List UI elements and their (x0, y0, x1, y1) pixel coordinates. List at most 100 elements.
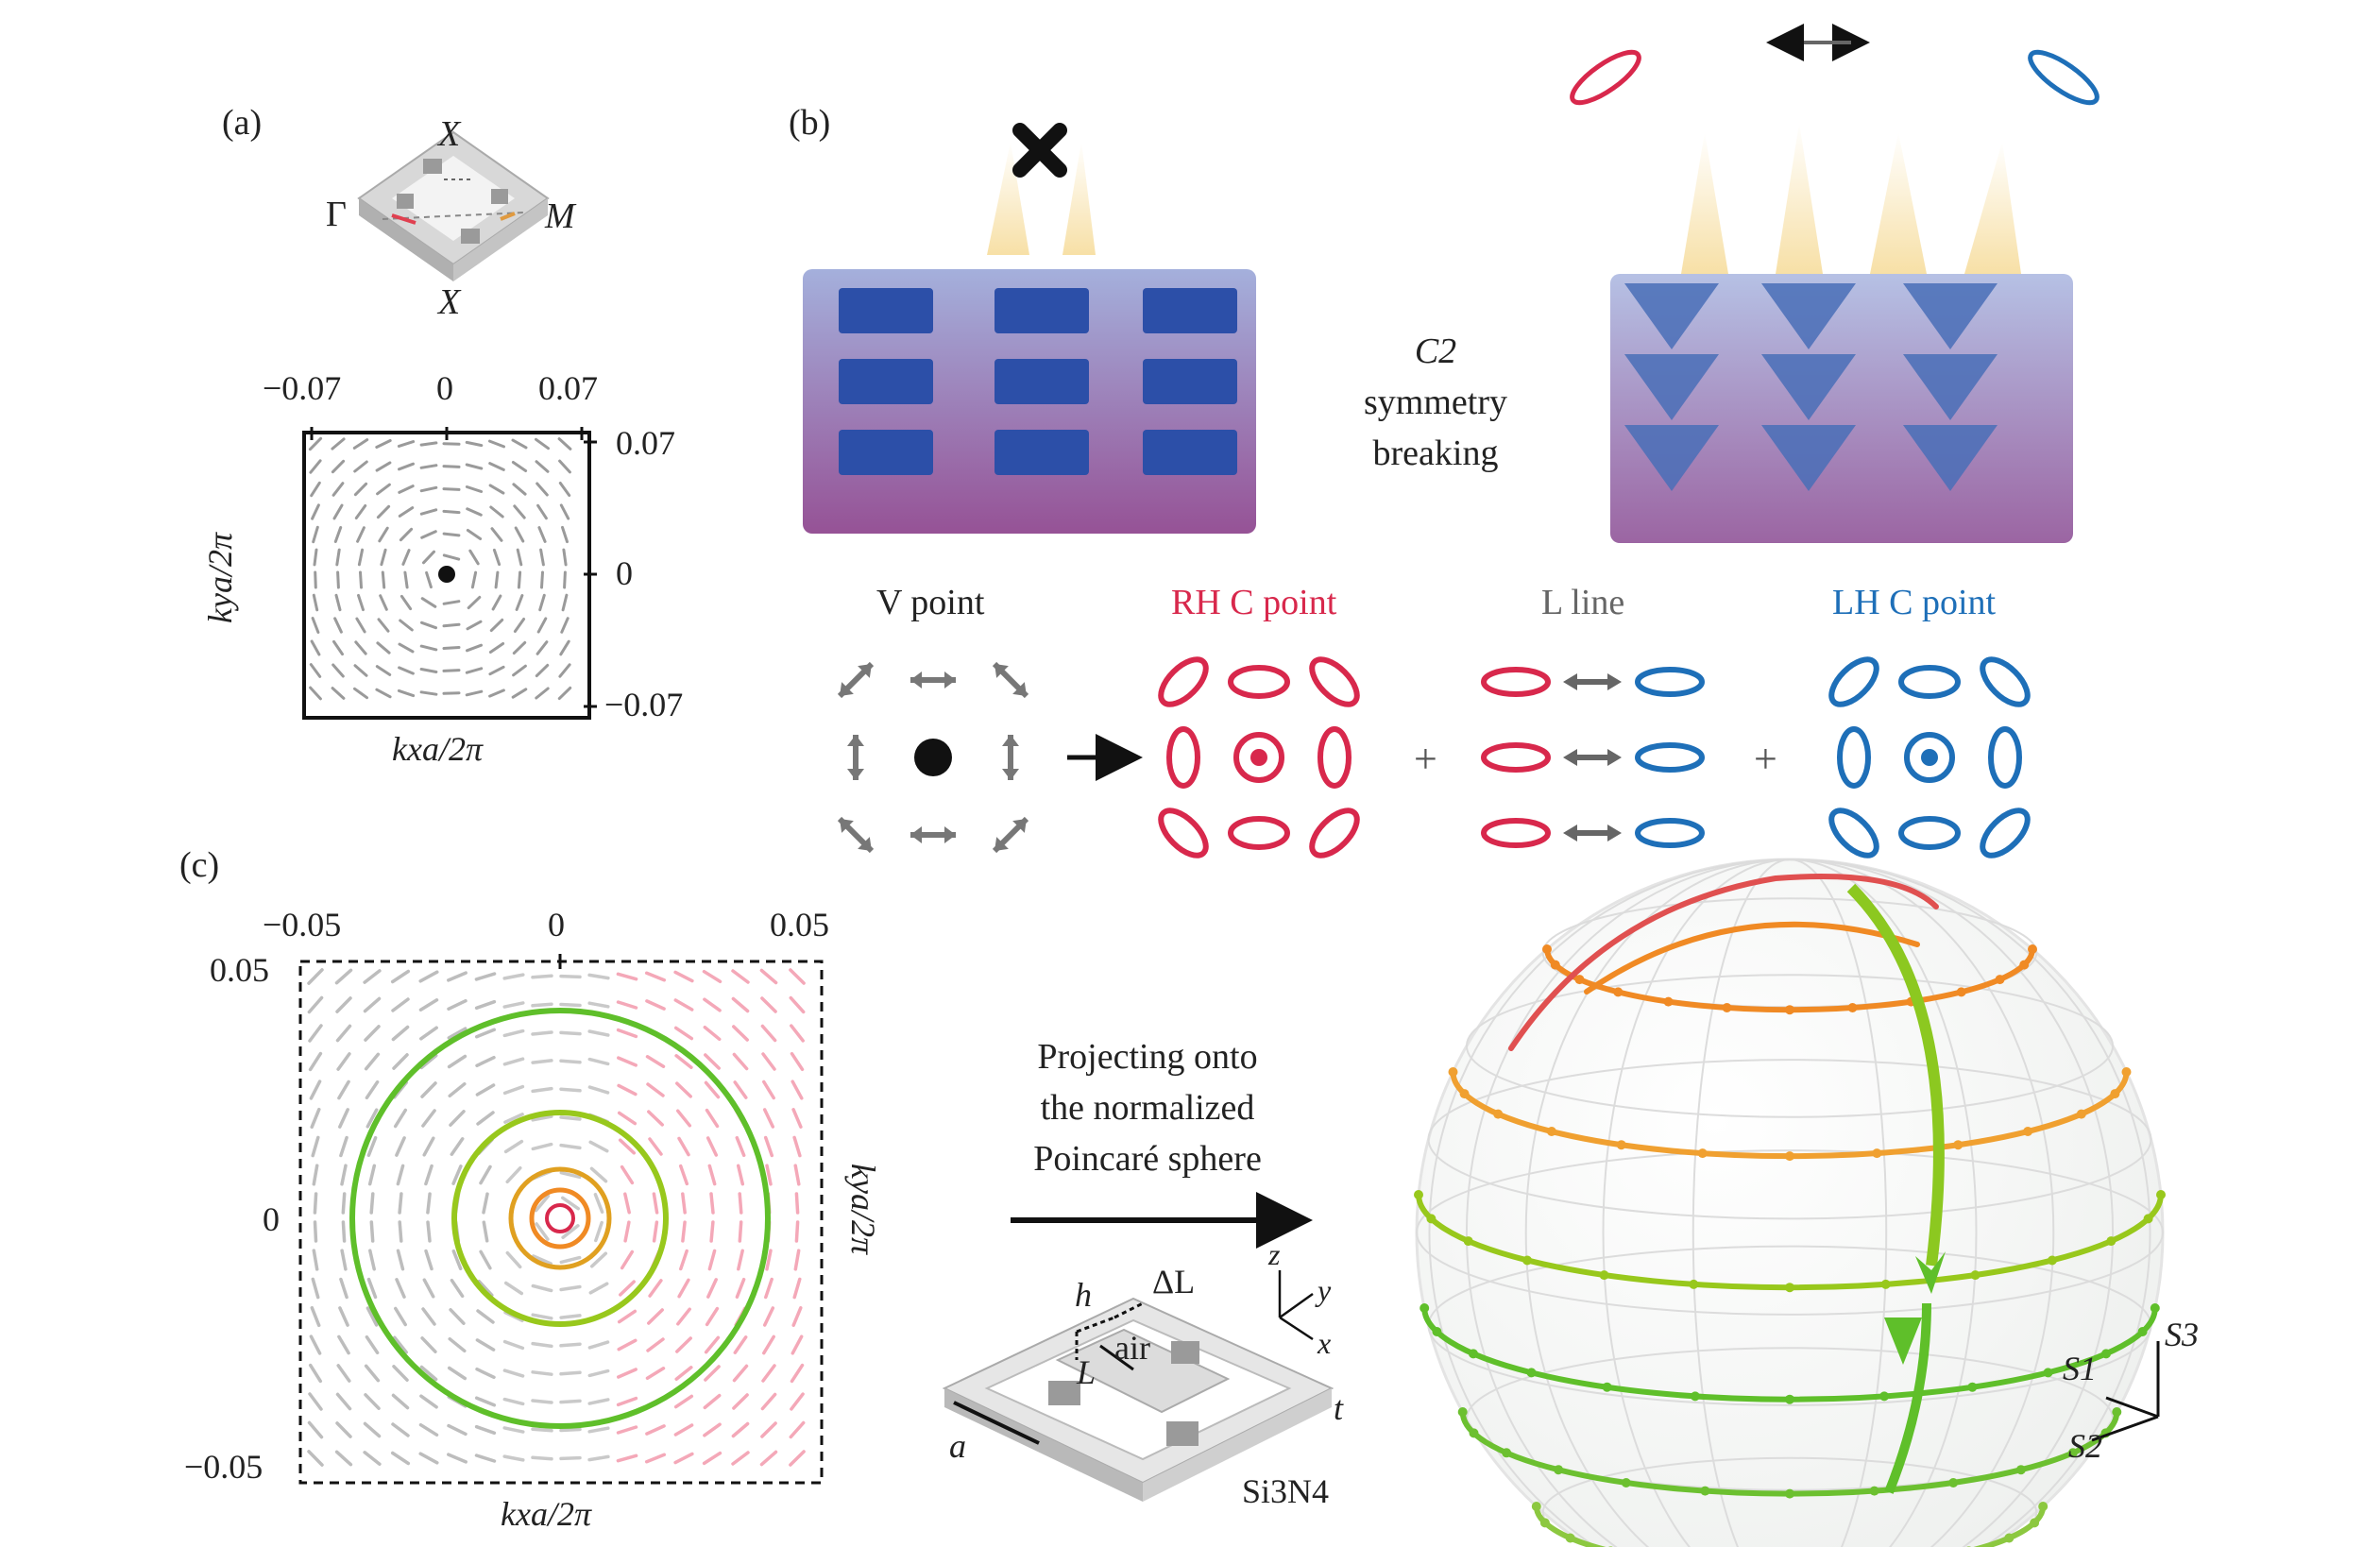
slab-hole (1143, 359, 1237, 404)
field-stroke (466, 529, 483, 540)
v-point-pattern (837, 661, 1029, 854)
trajectory-dot (1616, 1140, 1626, 1150)
field-stroke (419, 508, 438, 516)
sphere-latitude (1465, 974, 2115, 1118)
field-stroke (489, 618, 504, 633)
field-stroke (309, 1080, 322, 1100)
field-stroke (561, 525, 569, 544)
field-stroke (647, 1110, 664, 1127)
field-stroke (309, 1334, 322, 1355)
field-stroke (308, 1051, 323, 1072)
field-stroke (620, 1164, 635, 1185)
trajectory-dot (1785, 1488, 1794, 1499)
a-top-tick-1: −0.07 (263, 369, 342, 407)
field-stroke (465, 485, 484, 493)
bz-label-bottom: X (438, 282, 461, 322)
field-stroke (393, 1108, 408, 1129)
field-stroke (489, 505, 504, 518)
field-stroke (359, 570, 363, 589)
field-stroke (531, 1399, 553, 1404)
field-stroke (420, 1336, 437, 1353)
field-stroke (616, 1396, 638, 1407)
field-stroke (482, 1192, 489, 1215)
field-stroke (645, 999, 666, 1011)
field-stroke (616, 1425, 638, 1435)
field-stroke (562, 548, 568, 567)
field-stroke (468, 549, 480, 566)
trajectory-dot (1554, 1465, 1564, 1475)
l-line-pattern (1481, 667, 1705, 848)
trajectory-dot (1522, 1255, 1533, 1266)
field-stroke (704, 1365, 721, 1382)
arrow-head (840, 682, 854, 696)
field-stroke (761, 1364, 776, 1383)
panel-c-label: (c) (179, 845, 220, 885)
field-stroke (442, 646, 461, 650)
stokes-s2-label: S2 (2068, 1427, 2102, 1465)
field-stroke (733, 1335, 748, 1354)
arrow-head (1563, 749, 1577, 766)
trajectory-dot (1847, 1003, 1858, 1012)
field-stroke (759, 1450, 778, 1467)
trajectory-dot (1869, 1486, 1879, 1496)
field-stroke (494, 570, 500, 589)
field-stroke (704, 1080, 721, 1099)
field-stroke (353, 460, 368, 473)
field-stroke (334, 968, 353, 985)
field-stroke (531, 974, 553, 979)
field-stroke (536, 640, 549, 655)
field-stroke (447, 1027, 468, 1040)
field-stroke (375, 461, 392, 472)
field-stroke (332, 503, 344, 520)
unit-cell-dl: ΔL (1152, 1263, 1196, 1300)
field-stroke (535, 663, 550, 678)
trajectory-dot (1539, 1518, 1550, 1528)
trajectory-dot (1448, 1067, 1458, 1077)
field-stroke (763, 1135, 774, 1158)
c-top-tick-2: 0 (548, 906, 565, 944)
field-stroke (333, 617, 343, 634)
field-stroke (380, 548, 387, 567)
field-stroke (333, 526, 343, 543)
field-stroke (308, 436, 323, 451)
field-stroke (338, 1306, 349, 1327)
field-stroke (618, 1138, 637, 1155)
field-stroke (505, 1250, 522, 1269)
trajectory-dot (2121, 1067, 2132, 1077)
field-stroke (789, 1420, 806, 1439)
polarization-ellipse (1898, 665, 1961, 699)
field-stroke (502, 1001, 525, 1009)
slab-triangle-hole (1761, 283, 1856, 349)
field-stroke (561, 1196, 580, 1211)
field-stroke (561, 593, 569, 612)
trajectory-dot (1953, 1140, 1964, 1150)
field-stroke (442, 487, 461, 491)
field-stroke (479, 1250, 492, 1270)
field-stroke (488, 462, 505, 471)
field-stroke (674, 1366, 693, 1381)
arrow-head (1002, 769, 1019, 780)
trajectory-dot (2028, 944, 2037, 954)
field-stroke (379, 594, 388, 611)
unit-cell-illustration (942, 1297, 1334, 1502)
field-stroke (335, 996, 352, 1013)
field-stroke (512, 640, 527, 655)
breaking-word: breaking (1372, 434, 1499, 473)
trajectory-dot (1493, 1109, 1504, 1119)
polarization-ellipse (1635, 667, 1705, 697)
field-stroke (559, 1170, 582, 1180)
field-stroke (307, 1450, 324, 1467)
field-stroke (447, 1423, 468, 1436)
trajectory-dot (2067, 1448, 2078, 1458)
lh-c-point-header: LH C point (1832, 583, 1997, 622)
field-stroke (376, 504, 391, 519)
c2-title: C2 (1414, 332, 1457, 371)
field-stroke (311, 1277, 320, 1300)
field-stroke (531, 1427, 553, 1433)
field-stroke (450, 1278, 465, 1299)
field-stroke (311, 1135, 320, 1158)
field-stroke (587, 1426, 610, 1434)
field-stroke (675, 1081, 692, 1098)
field-stroke (502, 1426, 525, 1434)
